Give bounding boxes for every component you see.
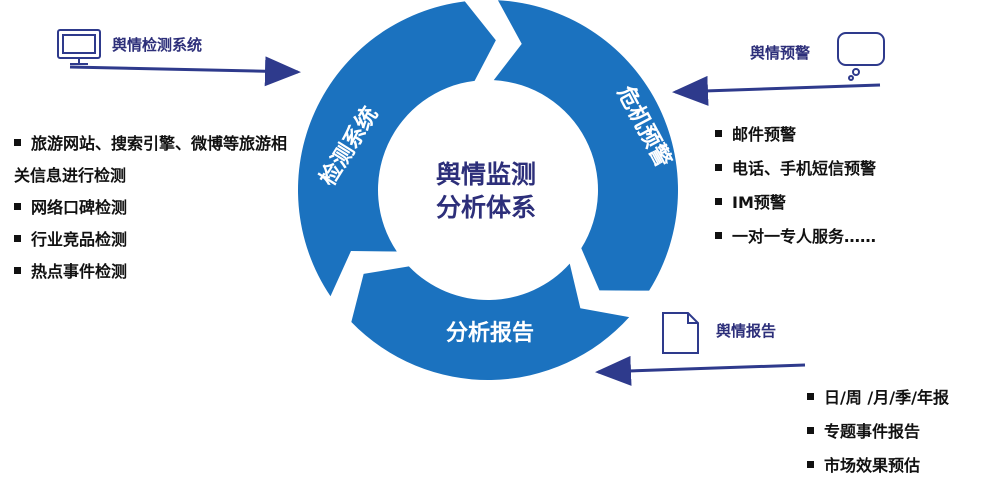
label-monitor-system: 舆情检测系统 xyxy=(112,36,203,54)
bullet-icon xyxy=(715,130,722,137)
ring-segment-report xyxy=(351,263,630,380)
label-warning: 舆情预警 xyxy=(750,44,811,62)
ring-segment-monitor xyxy=(298,1,496,297)
segment-label-report: 分析报告 xyxy=(446,321,534,346)
bullet-icon xyxy=(14,267,21,274)
list-item: 一对一专人服务…… xyxy=(715,220,876,254)
label-report: 舆情报告 xyxy=(716,322,777,340)
bullet-icon xyxy=(14,139,21,146)
monitor-icon xyxy=(57,29,101,65)
bullet-icon xyxy=(715,198,722,205)
bullet-icon xyxy=(807,461,814,468)
ring-segment-warning xyxy=(493,0,679,291)
bullet-icon xyxy=(807,427,814,434)
list-item: 电话、手机短信预警 xyxy=(715,152,876,186)
list-item: 网络口碑检测 xyxy=(14,192,294,224)
bullet-icon xyxy=(715,232,722,239)
list-item: 日/周 /月/季/年报 xyxy=(807,381,949,415)
speech-bubble-icon xyxy=(837,32,885,81)
center-title-line2: 分析体系 xyxy=(436,193,536,222)
left-feature-list: 旅游网站、搜索引擎、微博等旅游相关信息进行检测 网络口碑检测 行业竞品检测 热点… xyxy=(14,128,294,288)
list-item: 旅游网站、搜索引擎、微博等旅游相关信息进行检测 xyxy=(14,134,288,185)
document-icon xyxy=(662,312,699,354)
right-feature-list: 邮件预警 电话、手机短信预警 IM预警 一对一专人服务…… xyxy=(715,118,876,254)
bottom-right-feature-list: 日/周 /月/季/年报 专题事件报告 市场效果预估 xyxy=(807,381,949,483)
arrow-warning xyxy=(672,75,881,106)
bullet-icon xyxy=(807,393,814,400)
list-item: 行业竞品检测 xyxy=(14,224,294,256)
list-item: 专题事件报告 xyxy=(807,415,949,449)
arrow-report xyxy=(595,355,806,386)
arrow-monitor xyxy=(69,56,301,87)
list-item: 热点事件检测 xyxy=(14,256,294,288)
list-item: 邮件预警 xyxy=(715,118,876,152)
list-item: IM预警 xyxy=(715,186,876,220)
list-item: 市场效果预估 xyxy=(807,449,949,483)
center-title-line1: 舆情监测 xyxy=(436,160,536,189)
bullet-icon xyxy=(14,235,21,242)
bullet-icon xyxy=(715,164,722,171)
bullet-icon xyxy=(14,203,21,210)
